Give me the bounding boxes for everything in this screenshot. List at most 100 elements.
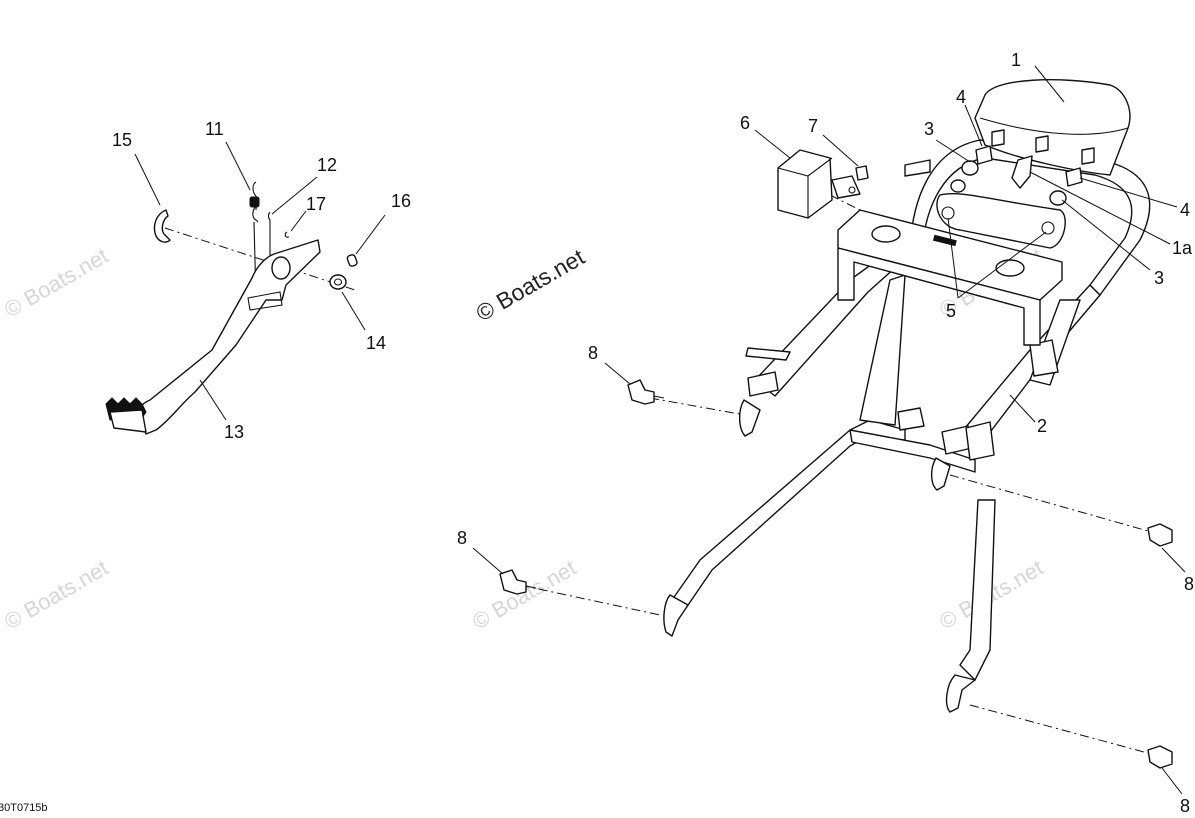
callout-12: 12 [317, 155, 337, 175]
callout-6: 6 [740, 113, 750, 133]
mount-tab-right-2 [965, 421, 995, 461]
callout-13: 13 [224, 422, 244, 442]
callout-1: 1 [1011, 50, 1021, 70]
pedal-bracket [247, 291, 283, 311]
callout-8: 8 [457, 528, 467, 548]
frame-lower-left-tube [671, 419, 906, 609]
bolt-axis-line [649, 397, 746, 416]
spring-coil-part [249, 196, 260, 208]
pedal-footrest-plate [109, 409, 147, 433]
leader-line [225, 141, 251, 191]
callout-3: 3 [1154, 268, 1164, 288]
bracket-slot [932, 234, 957, 247]
mount-tab-left [747, 371, 779, 397]
leader-line [604, 362, 631, 385]
license-bracket-face [837, 247, 1041, 346]
screw-7-part [855, 165, 869, 181]
leader-line [947, 217, 1047, 299]
leader-line [271, 176, 318, 215]
assembly-axis-line [164, 227, 356, 291]
relay-6-part [777, 149, 833, 219]
circlip-part [153, 209, 171, 243]
leader-line [134, 153, 161, 206]
leader-line [1009, 394, 1036, 423]
callout-11: 11 [205, 119, 224, 139]
grommet-3-part [1049, 190, 1067, 206]
strap-part [745, 347, 791, 361]
frame-lower-right-tube [959, 499, 996, 681]
frame-upper-loop [909, 139, 1151, 296]
callout-5: 5 [946, 301, 956, 321]
plate-hole [1041, 221, 1055, 235]
tail-light-edge [979, 117, 1129, 135]
loop-bracket-tab [904, 159, 931, 177]
mount-tab-rear [1029, 339, 1059, 377]
screw-4-part [975, 145, 993, 165]
tail-light-post [991, 129, 1005, 147]
bolt-8-part [1147, 745, 1173, 769]
frame-left-strut [859, 274, 906, 426]
bolt-axis-line [519, 584, 661, 616]
leader-line [1029, 171, 1171, 245]
watermark-faint: © Boats.net [0, 243, 112, 322]
callout-4: 4 [956, 87, 966, 107]
screw-7-hole [848, 186, 856, 194]
leader-line [341, 291, 366, 331]
callout-1a: 1a [1172, 238, 1193, 258]
rear-frame-assembly: 1 4 3 4 1a 3 5 6 7 2 8 8 8 8 [457, 50, 1194, 816]
grommet-3-part [950, 179, 966, 193]
leader-line [199, 379, 227, 421]
callout-2: 2 [1037, 416, 1047, 436]
screw-4-part [1065, 167, 1083, 187]
leader-line [754, 129, 791, 159]
frame-lower-right-tab [945, 674, 976, 713]
drawing-code: 30T0715b [0, 802, 48, 813]
callout-3: 3 [924, 119, 934, 139]
tail-light-post [1035, 135, 1049, 153]
leader-line [964, 104, 983, 147]
leader-line [822, 134, 859, 167]
bolt-axis-line [949, 474, 1156, 534]
callout-4: 4 [1180, 200, 1190, 220]
leader-line [1034, 65, 1065, 103]
mount-tab-center [897, 407, 925, 431]
leader-line [1161, 547, 1186, 573]
plate-5-part [936, 192, 1066, 249]
pedal-arm-part [137, 239, 321, 435]
spring-tail [252, 206, 259, 223]
mount-ear-right [930, 457, 951, 491]
tail-light-post [1081, 147, 1095, 165]
watermark-main: © Boats.net [472, 243, 590, 326]
callout-8: 8 [1184, 574, 1194, 594]
bracket-hole-left [871, 225, 901, 243]
bolt-axis-line [969, 704, 1156, 756]
leader-line [472, 547, 504, 575]
washer-part [329, 274, 347, 290]
leader-line [355, 214, 386, 255]
bolt-8-part [627, 379, 665, 405]
cotter-pin-part [267, 211, 271, 296]
callout-14: 14 [366, 333, 386, 353]
bolt-8-part [499, 569, 537, 595]
grommet-3-part [961, 160, 979, 176]
bulb-1a-part [1011, 155, 1033, 189]
callout-16: 16 [391, 191, 411, 211]
leader-line [1079, 177, 1178, 208]
leader-line [1161, 767, 1183, 795]
watermark-faint: © Boats.net [0, 555, 112, 634]
relay-6-tab [831, 175, 861, 199]
leader-line [935, 139, 971, 163]
bushing-part [346, 254, 358, 267]
callout-17: 17 [306, 194, 326, 214]
small-clip-part [284, 231, 290, 238]
bolt-8-part [1147, 523, 1173, 547]
frame-cross-member [849, 429, 976, 473]
callout-8: 8 [588, 343, 598, 363]
brake-pedal-assembly: 15 11 12 17 16 14 13 [105, 119, 411, 442]
washer-hole [333, 278, 343, 286]
relay-axis-line [829, 194, 861, 211]
callout-7: 7 [808, 116, 818, 136]
mount-ear-left [738, 399, 761, 437]
